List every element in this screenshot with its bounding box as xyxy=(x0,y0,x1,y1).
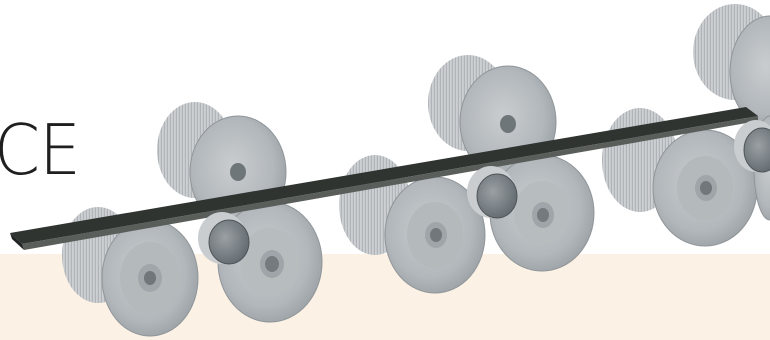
roller-icon xyxy=(489,154,595,272)
work-roll-2 xyxy=(467,166,518,219)
work-roll-3 xyxy=(734,120,770,173)
roller-icon xyxy=(693,4,770,129)
steel-strip-icon xyxy=(10,107,758,250)
roller-icon xyxy=(602,108,758,247)
headline-text: CE xyxy=(0,110,81,191)
work-roll-1 xyxy=(198,212,250,265)
roller-stand-1 xyxy=(62,102,323,337)
